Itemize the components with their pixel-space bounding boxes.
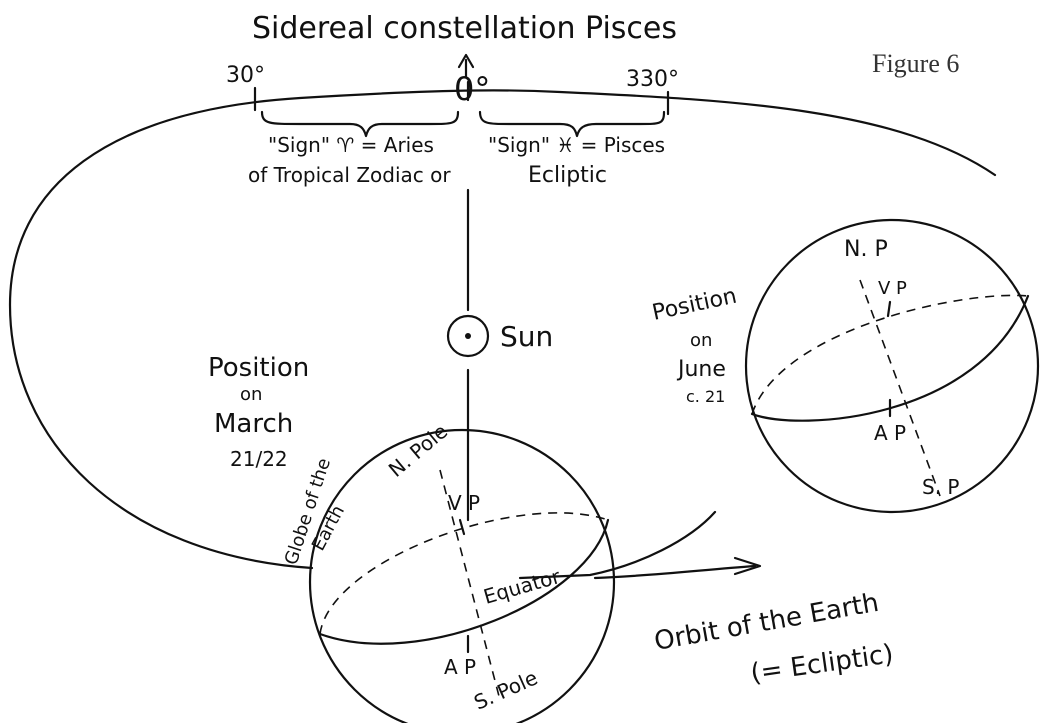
june-ap-label: A P xyxy=(874,421,906,445)
degree-30: 30° xyxy=(226,63,265,88)
march-south-pole: S. Pole xyxy=(470,665,541,714)
june-vp-label: V P xyxy=(878,278,907,299)
march-line2: on xyxy=(240,384,262,405)
june-line2: on xyxy=(690,330,712,351)
orbit-label-line2: (= Ecliptic) xyxy=(749,639,896,689)
june-globe xyxy=(746,220,1038,512)
march-vp-mark xyxy=(460,520,464,534)
tropical-zodiac-label: of Tropical Zodiac or xyxy=(248,163,451,187)
june-line1: Position xyxy=(650,284,739,326)
june-equator-back xyxy=(752,295,1028,414)
sun-label: Sun xyxy=(500,320,553,353)
march-equator-front xyxy=(320,520,608,644)
degree-330: 330° xyxy=(626,67,679,92)
march-line3: March xyxy=(214,409,293,439)
june-line4: c. 21 xyxy=(686,387,725,406)
march-vp-label: V P xyxy=(448,491,480,515)
june-line3: June xyxy=(676,357,726,382)
figure-label: Figure 6 xyxy=(872,49,959,78)
sign-pisces-label: "Sign" ♓ = Pisces xyxy=(488,133,665,157)
sign-aries-label: "Sign" ♈ = Aries xyxy=(268,133,434,157)
ecliptic-word: Ecliptic xyxy=(528,163,607,188)
top-label: Sidereal constellation Pisces xyxy=(252,11,677,46)
march-equator-label: Equator xyxy=(481,564,564,609)
degree-0: 0° xyxy=(454,70,490,108)
june-vp-mark xyxy=(888,302,890,316)
march-north-pole: N. Pole xyxy=(384,419,452,482)
june-south-label: S. P xyxy=(922,475,959,499)
march-line1: Position xyxy=(208,353,309,383)
march-ap-label: A P xyxy=(444,655,476,679)
june-north-label: N. P xyxy=(844,237,888,262)
march-line4: 21/22 xyxy=(230,447,288,471)
sun-dot xyxy=(465,333,471,339)
june-axis xyxy=(860,280,940,496)
